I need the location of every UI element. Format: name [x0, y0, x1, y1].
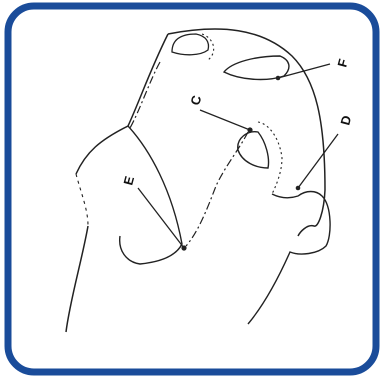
outline-left-upper: [76, 34, 168, 174]
dot-d: [296, 186, 301, 191]
frame-border: [8, 6, 376, 372]
dot-c: [247, 127, 252, 132]
dashed-contour: [76, 174, 88, 226]
dash-dot-line: [130, 62, 160, 128]
label-e: E: [120, 174, 137, 187]
notch-contour: [248, 192, 330, 325]
region-c-loop: [238, 132, 269, 168]
leader-lines: [138, 64, 338, 251]
leader-f: [278, 64, 330, 78]
top-fold: [172, 34, 209, 55]
dot-f: [276, 76, 281, 81]
region-f-loop: [224, 56, 289, 79]
dash-dot-line-lower: [186, 132, 248, 246]
outline-left-lower: [66, 226, 88, 332]
label-d: D: [337, 114, 354, 127]
leader-d: [298, 134, 338, 188]
region-c-dotted: [258, 122, 282, 194]
label-f: F: [334, 57, 351, 69]
leader-c: [200, 110, 250, 130]
label-c: C: [187, 93, 204, 107]
leader-e: [138, 188, 184, 248]
dot-e: [181, 245, 186, 250]
region-e-curve: [120, 126, 182, 264]
